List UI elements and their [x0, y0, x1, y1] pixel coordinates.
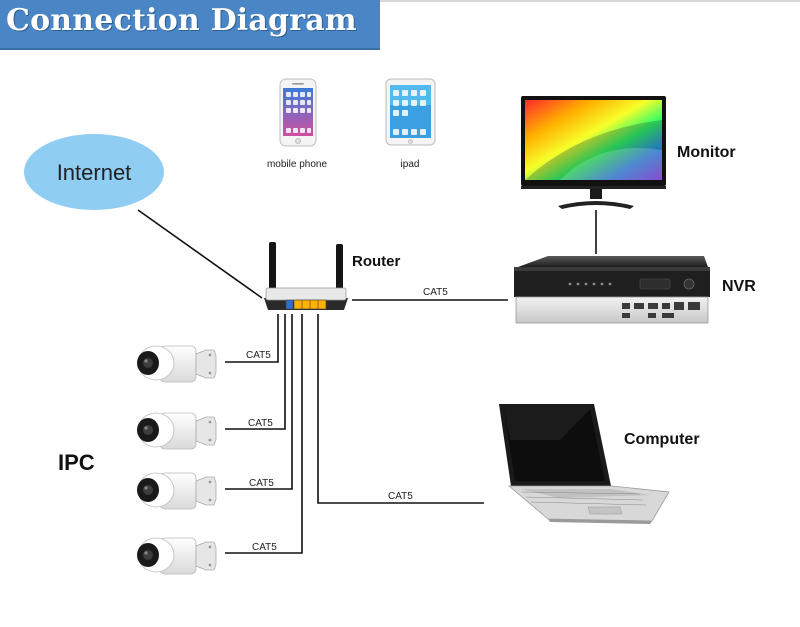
camera-2-link-label: CAT5: [248, 418, 273, 429]
ipc-label: IPC: [58, 450, 95, 475]
ip-camera-2: [137, 412, 217, 450]
laptop-icon: [499, 404, 670, 524]
mobile-phone-icon: [279, 78, 317, 147]
internet-node: Internet: [24, 134, 164, 210]
ip-camera-icon: [137, 412, 217, 450]
connection-lines: [137, 209, 597, 554]
ip-camera-icon: [137, 537, 217, 575]
nvr-icon: [514, 256, 710, 324]
camera-4-link-label: CAT5: [252, 542, 277, 553]
router-icon: [264, 242, 348, 310]
router-node: Router: [264, 242, 400, 310]
router-computer-link-label: CAT5: [388, 491, 413, 502]
internet-cloud-icon: [24, 134, 164, 210]
camera-3-line: [225, 314, 293, 490]
camera-1-link-label: CAT5: [246, 350, 271, 361]
computer-node: Computer: [499, 404, 700, 524]
monitor-node: Monitor: [521, 96, 736, 209]
ipad-label: ipad: [401, 159, 420, 170]
mobile-phone-label: mobile phone: [267, 159, 327, 170]
ip-camera-1: [137, 345, 217, 383]
ip-camera-4: [137, 537, 217, 575]
ip-camera-icon: [137, 345, 217, 383]
internet-label: Internet: [57, 160, 132, 185]
camera-1-line: [225, 314, 279, 363]
link-labels: CAT5 CAT5 CAT5 CAT5 CAT5 CAT5: [246, 287, 448, 553]
ipad-icon: [385, 78, 436, 146]
router-computer-line: [317, 314, 484, 504]
ipad-node: ipad: [385, 78, 436, 170]
mobile-phone-node: mobile phone: [267, 78, 327, 170]
monitor-icon: [521, 96, 666, 209]
monitor-label: Monitor: [677, 144, 736, 161]
frame-top-border: [0, 0, 800, 2]
camera-2-line: [225, 314, 286, 430]
camera-4-line: [225, 314, 303, 554]
computer-label: Computer: [624, 431, 700, 448]
nvr-label: NVR: [722, 278, 756, 295]
nvr-node: NVR: [514, 256, 756, 324]
camera-3-link-label: CAT5: [249, 478, 274, 489]
router-nvr-link-label: CAT5: [423, 287, 448, 298]
header-bar: Connection Diagram: [0, 0, 380, 50]
router-label: Router: [352, 253, 400, 270]
internet-router-line: [137, 209, 263, 299]
ip-camera-3: [137, 472, 217, 510]
ip-camera-icon: [137, 472, 217, 510]
page-title: Connection Diagram: [6, 3, 357, 38]
